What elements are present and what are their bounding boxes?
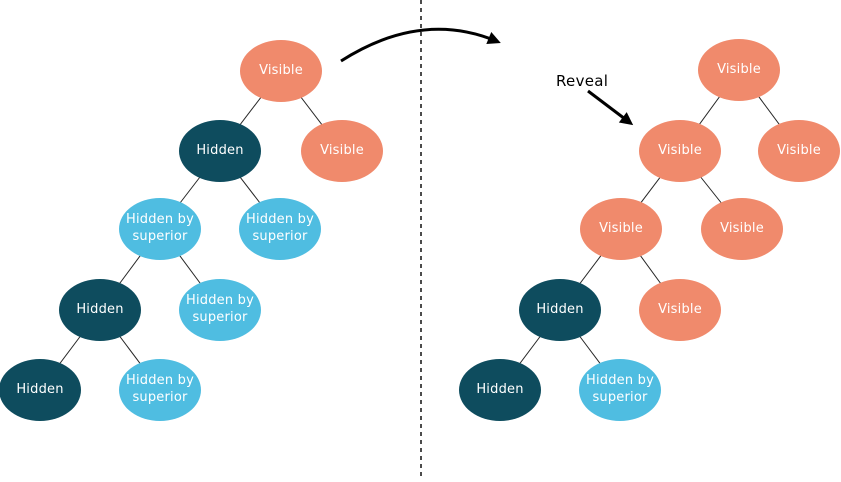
node-hidden-by-superior: Hidden by superior xyxy=(239,198,321,260)
node-visible: Visible xyxy=(301,120,383,182)
node-hidden: Hidden xyxy=(459,359,541,421)
node-hidden: Hidden xyxy=(0,359,81,421)
node-hidden-by-superior: Hidden by superior xyxy=(579,359,661,421)
node-visible: Visible xyxy=(580,198,662,260)
node-visible: Visible xyxy=(639,279,721,341)
reveal-arrow xyxy=(587,89,634,126)
node-visible: Visible xyxy=(639,120,721,182)
node-visible: Visible xyxy=(758,120,840,182)
node-visible: Visible xyxy=(698,39,780,101)
node-hidden: Hidden xyxy=(519,279,601,341)
node-visible: Visible xyxy=(240,40,322,102)
node-hidden-by-superior: Hidden by superior xyxy=(119,198,201,260)
reveal-label: Reveal xyxy=(556,72,609,90)
node-hidden: Hidden xyxy=(59,279,141,341)
node-hidden-by-superior: Hidden by superior xyxy=(119,359,201,421)
node-hidden: Hidden xyxy=(179,120,261,182)
node-visible: Visible xyxy=(701,198,783,260)
node-hidden-by-superior: Hidden by superior xyxy=(179,279,261,341)
transform-arrow xyxy=(340,27,501,63)
